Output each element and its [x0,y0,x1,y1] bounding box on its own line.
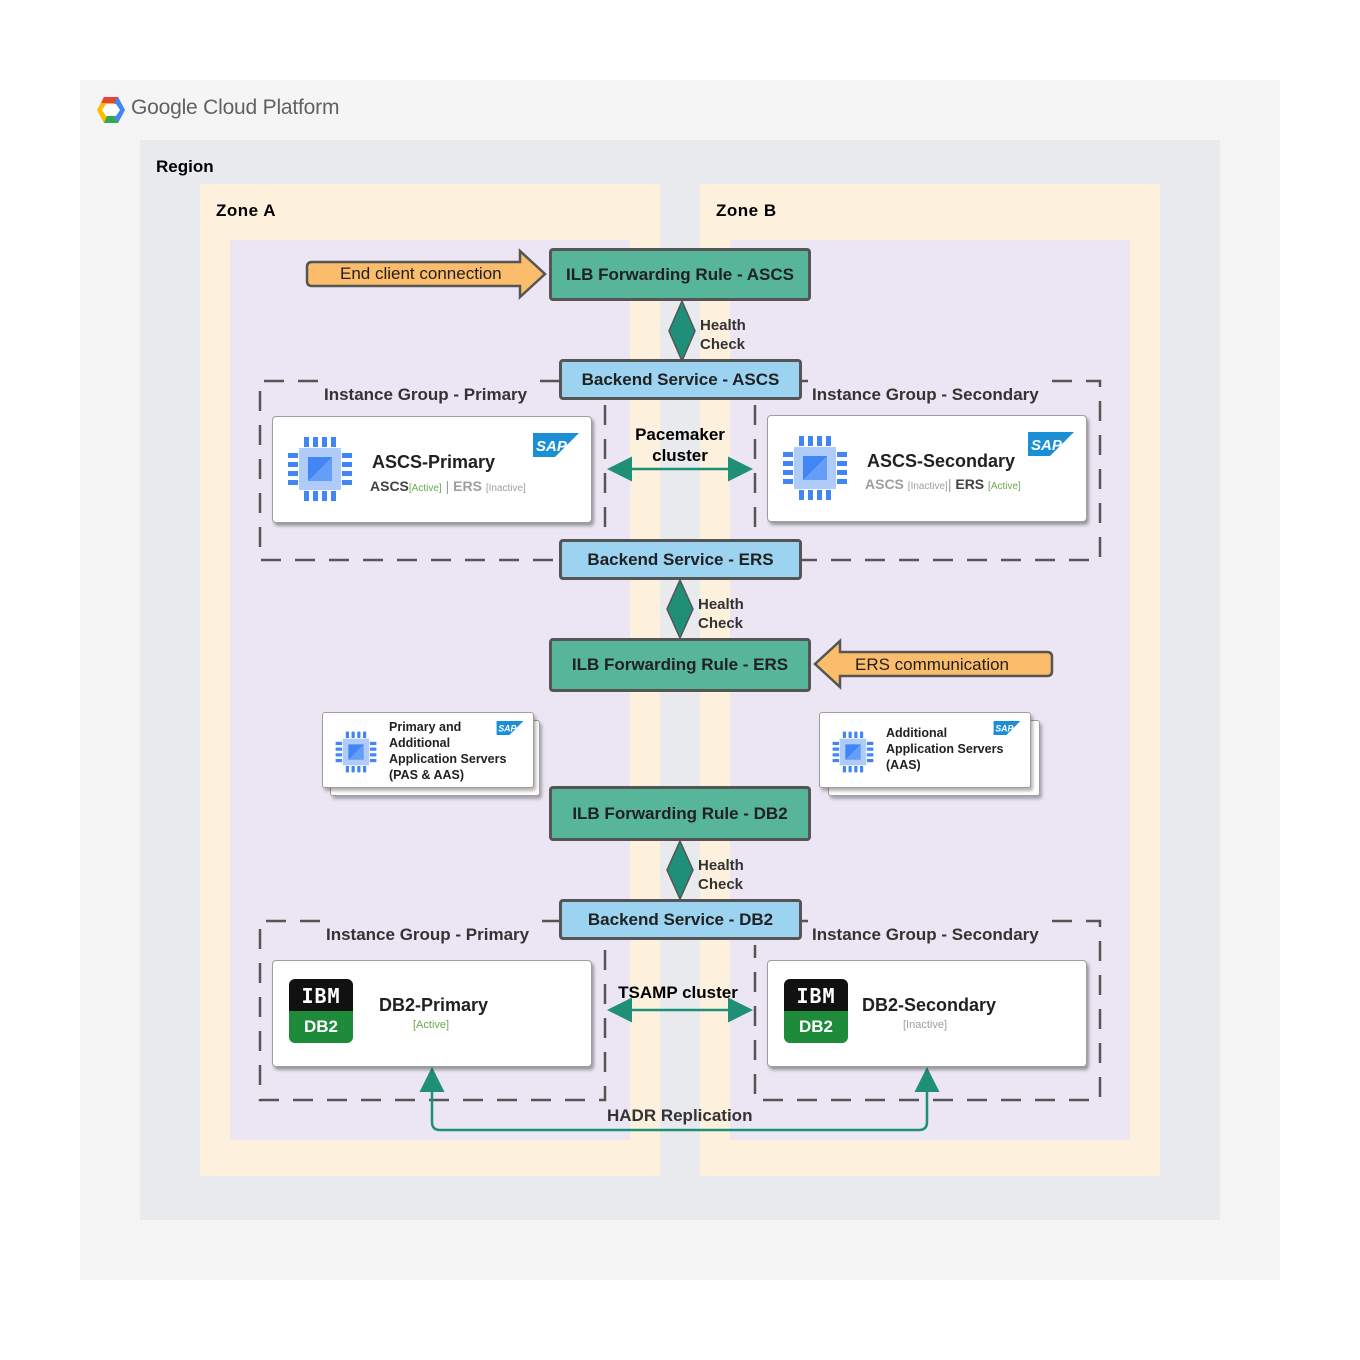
svg-text:SAP: SAP [536,438,568,455]
ascs-role-label: ASCS [370,478,409,494]
app-servers-primary-card[interactable]: Primary and Additional Application Serve… [322,712,534,788]
instance-group-secondary-db2-label: Instance Group - Secondary [812,925,1039,944]
ascs-primary-roles: ASCS[Active] | ERS [Inactive] [370,478,526,494]
ibm-db2-logo-icon: IBM DB2 [784,979,848,1043]
tsamp-cluster-label: TSAMP cluster [618,983,738,1002]
svg-text:SAP: SAP [1031,437,1063,454]
svg-text:SAP: SAP [995,724,1013,734]
pas-line4: (PAS & AAS) [389,768,464,782]
platform-title: Google Cloud Platform [131,96,340,119]
ers-communication-label: ERS communication [855,655,1010,674]
region-label: Region [156,157,214,176]
instance-group-primary-ascs-label: Instance Group - Primary [324,385,528,404]
health-check-ers-line2: Check [698,615,744,632]
ascs-secondary-roles: ASCS [Inactive]| ERS [Active] [865,476,1021,492]
ilb-forwarding-rule-ascs[interactable]: ILB Forwarding Rule - ASCS [549,248,811,301]
ilb-forwarding-rule-ers[interactable]: ILB Forwarding Rule - ERS [549,638,811,692]
ibm-logo-text: IBM [784,979,848,1011]
compute-engine-icon [335,731,377,773]
db2-primary-title: DB2-Primary [379,995,489,1015]
sap-logo-icon: SAP [496,721,524,735]
db2-primary-status: [Active] [413,1019,450,1031]
compute-engine-icon [832,731,874,773]
pacemaker-label-line1: Pacemaker [635,425,725,444]
db2-secondary-title: DB2-Secondary [862,995,997,1015]
ers-role-label: ERS [955,476,989,492]
ascs-primary-title: ASCS-Primary [372,452,496,472]
db2-secondary-card[interactable]: IBM DB2 DB2-Secondary [Inactive] [767,960,1087,1067]
ascs-secondary-title: ASCS-Secondary [867,451,1016,471]
ascs-role-label: ASCS [865,476,908,492]
ilb-forwarding-rule-db2[interactable]: ILB Forwarding Rule - DB2 [549,786,811,841]
db2-logo-text: DB2 [784,1011,848,1043]
pas-line3: Application Servers [389,752,507,766]
end-client-connection-label: End client connection [340,264,502,283]
aas-line3: (AAS) [886,758,921,772]
sap-logo-icon: SAP [1028,432,1074,456]
aas-line2: Application Servers [886,742,1004,756]
backend-service-ers[interactable]: Backend Service - ERS [559,539,802,580]
pacemaker-label-line2: cluster [652,446,708,465]
pas-line1: Primary and [389,720,462,734]
ibm-logo-text: IBM [289,979,353,1011]
ers-role-label: ERS [453,478,486,494]
ers-status-active: [Active] [988,481,1021,492]
compute-engine-icon [288,437,352,501]
backend-service-ascs[interactable]: Backend Service - ASCS [559,359,802,400]
ascs-secondary-card[interactable]: ASCS-Secondary ASCS [Inactive]| ERS [Act… [767,415,1087,522]
pacemaker-cluster-label: Pacemaker cluster [620,424,740,466]
zone-b-label: Zone B [716,201,777,220]
db2-logo-text: DB2 [289,1011,353,1043]
compute-engine-icon [783,436,847,500]
role-separator: | [441,478,454,494]
app-servers-primary-text: Primary and Additional Application Serve… [389,719,506,783]
health-check-ers-line1: Health [698,596,744,613]
pas-line2: Additional [389,736,451,750]
app-servers-additional-text: Additional Application Servers (AAS) [886,725,1003,773]
sap-logo-icon: SAP [993,721,1021,735]
app-servers-additional-card[interactable]: Additional Application Servers (AAS) SAP [819,712,1031,788]
backend-service-db2[interactable]: Backend Service - DB2 [559,899,802,940]
health-check-ascs-line2: Check [700,336,746,353]
ascs-status-active: [Active] [408,483,442,494]
ers-status-inactive: [Inactive] [485,483,526,494]
aas-line1: Additional [886,726,948,740]
health-check-db2: Health Check [698,856,744,894]
health-check-ascs-line1: Health [700,317,746,334]
health-check-ers: Health Check [698,595,744,633]
zone-a-label: Zone A [216,201,276,220]
health-check-ascs: Health Check [700,316,746,354]
hadr-replication-label: HADR Replication [607,1106,753,1125]
ascs-primary-card[interactable]: ASCS-Primary ASCS[Active] | ERS [Inactiv… [272,416,592,523]
health-check-db2-line2: Check [698,876,744,893]
ibm-db2-logo-icon: IBM DB2 [289,979,353,1043]
health-check-db2-line1: Health [698,857,744,874]
instance-group-secondary-ascs-label: Instance Group - Secondary [812,385,1039,404]
sap-logo-icon: SAP [533,433,579,457]
ascs-status-inactive: [Inactive] [907,481,948,492]
svg-text:SAP: SAP [498,724,516,734]
instance-group-primary-db2-label: Instance Group - Primary [326,925,530,944]
role-separator: | [947,476,956,492]
db2-primary-card[interactable]: IBM DB2 DB2-Primary [Active] [272,960,592,1067]
db2-secondary-status: [Inactive] [903,1019,948,1031]
google-cloud-logo-icon [97,97,125,123]
